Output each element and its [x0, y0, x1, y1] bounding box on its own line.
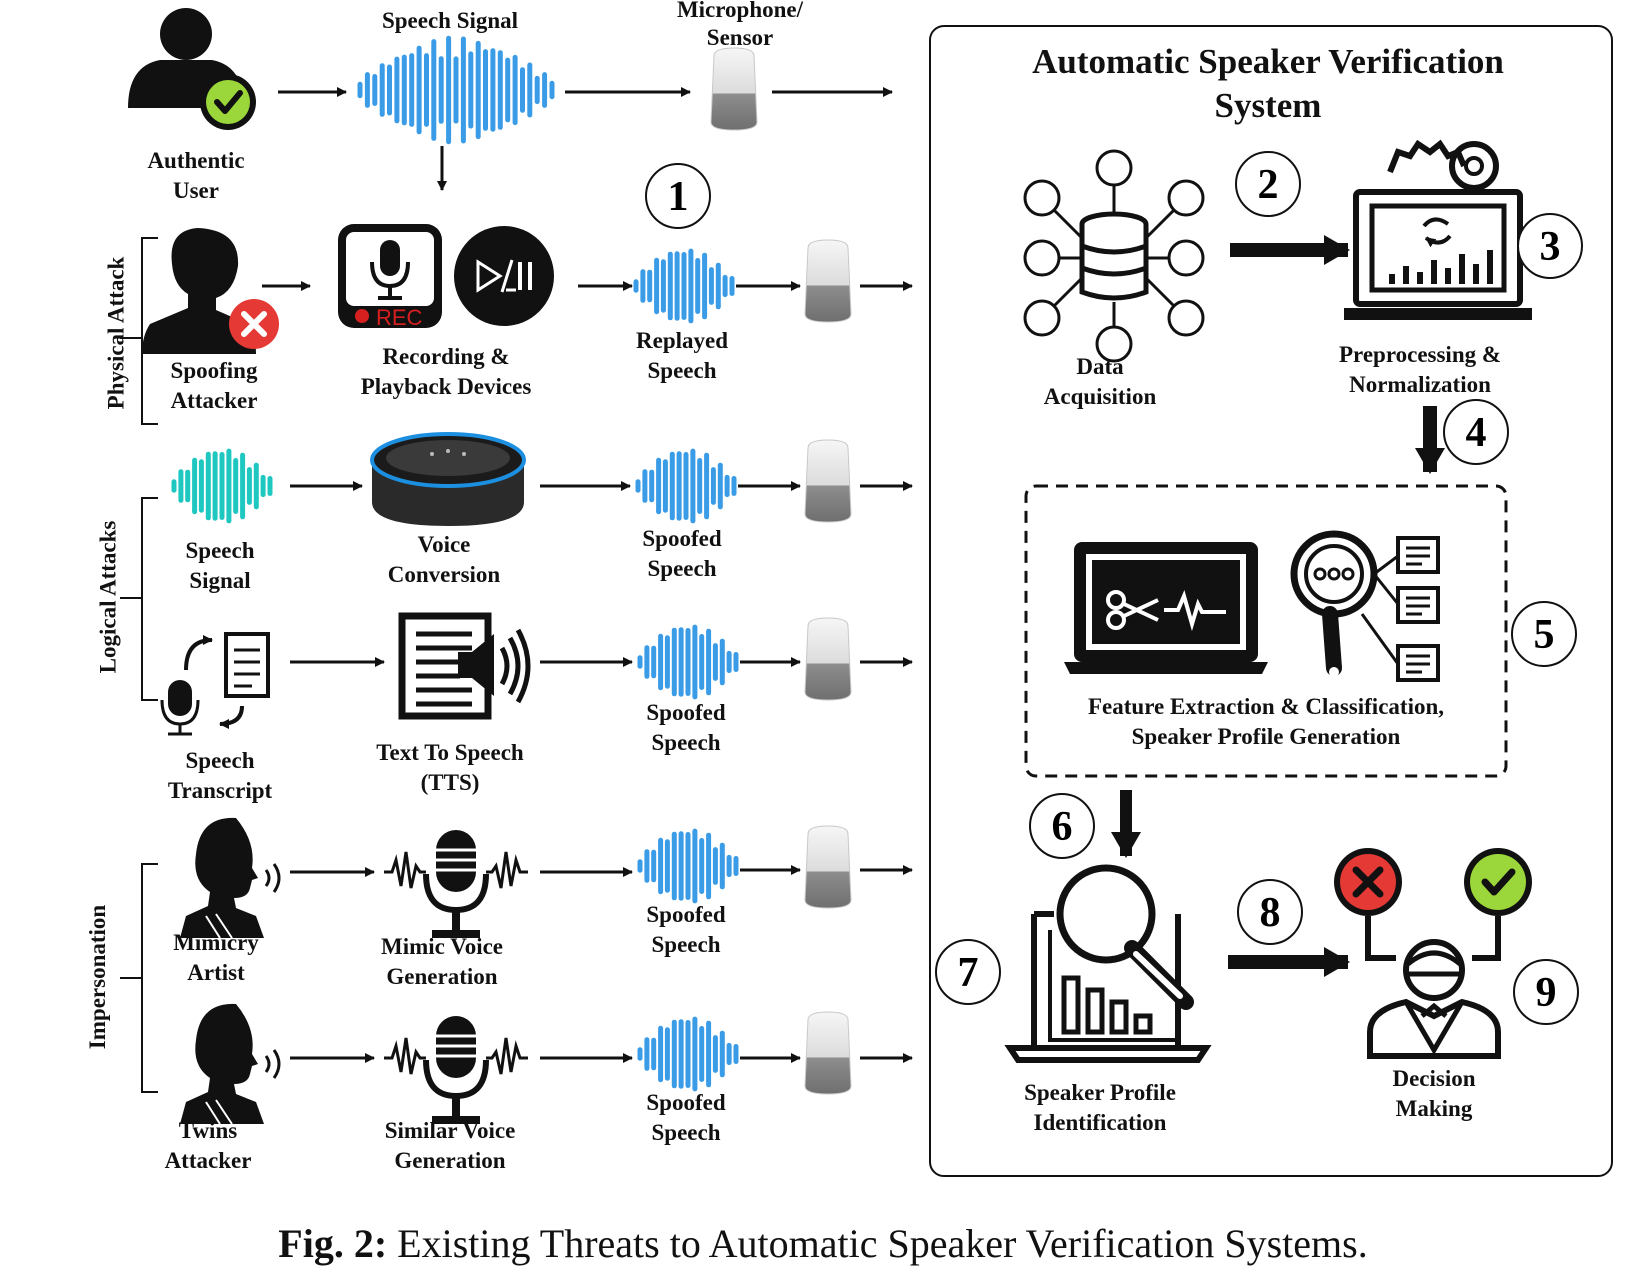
speech-signal-waveform — [171, 448, 273, 524]
asv-system-box — [929, 25, 1613, 1177]
smart-speaker-echo-icon — [370, 432, 526, 526]
step-number-4: 4 — [1443, 399, 1509, 465]
microphone-sensor-icon — [710, 47, 758, 131]
svg-text:7: 7 — [958, 950, 979, 996]
logical-attacks-group-label: Logical Attacks — [95, 520, 121, 674]
svg-text:8: 8 — [1260, 890, 1281, 936]
microphone-sensor-label: Microphone/Sensor — [676, 0, 804, 50]
feature-extraction-label: Feature Extraction & Classification,Spea… — [1087, 694, 1445, 749]
spoofed-speech-waveform — [635, 448, 737, 524]
recording-playback-label: Recording &Playback Devices — [360, 344, 532, 399]
authentic-user-icon — [128, 8, 256, 130]
figure-caption: Fig. 2: Existing Threats to Automatic Sp… — [278, 1221, 1368, 1266]
preprocessing-laptop-icon — [1344, 139, 1532, 320]
replayed-speech-waveform — [633, 248, 735, 324]
text-to-speech-icon — [398, 612, 531, 720]
step-number-6: 6 — [1029, 793, 1095, 859]
mimicry-artist-icon — [178, 816, 281, 940]
svg-text:3: 3 — [1540, 224, 1561, 270]
step-number-8: 8 — [1237, 879, 1303, 945]
playback-icon — [454, 226, 554, 326]
spoofed-speech-waveform — [637, 624, 739, 700]
spoofed-speech-waveform — [637, 1016, 739, 1092]
data-acquisition-icon — [1023, 149, 1205, 363]
svg-text:9: 9 — [1536, 970, 1557, 1016]
impersonation-group-label: Impersonation — [85, 904, 111, 1050]
speaker-profile-identification-icon — [1004, 864, 1212, 1063]
microphone-sensor-icon — [804, 825, 852, 909]
microphone-sensor-icon — [804, 239, 852, 323]
step-number-7: 7 — [935, 939, 1001, 1005]
microphone-sensor-icon — [804, 1011, 852, 1095]
microphone-sensor-icon — [804, 617, 852, 701]
rec-label: REC — [376, 305, 423, 330]
decision-making-icon — [1334, 848, 1532, 1059]
text-to-speech-label: Text To Speech(TTS) — [376, 740, 524, 795]
preprocessing-label: Preprocessing &Normalization — [1338, 342, 1502, 397]
classification-magnifier-icon — [1290, 530, 1440, 682]
impersonation-bracket — [120, 863, 158, 1093]
microphone-icon — [384, 830, 528, 938]
step-number-1: 1 — [645, 163, 711, 229]
svg-text:6: 6 — [1052, 804, 1073, 850]
twins-attacker-icon — [178, 1002, 281, 1126]
feature-laptop-icon — [1064, 542, 1268, 674]
physical-attack-group-label: Physical Attack — [103, 256, 129, 410]
svg-text:1: 1 — [668, 174, 689, 220]
spoofing-attacker-icon — [142, 228, 279, 354]
physical-attack-bracket — [120, 237, 158, 425]
step-number-5: 5 — [1511, 601, 1577, 667]
step-number-3: 3 — [1517, 213, 1583, 279]
speech-signal-waveform — [357, 35, 555, 145]
recorder-icon: REC — [338, 224, 442, 330]
spoofed-speech-waveform — [637, 828, 739, 904]
feature-extraction-box — [1024, 484, 1508, 778]
step-number-2: 2 — [1235, 151, 1301, 217]
microphone-icon — [384, 1016, 528, 1124]
step-number-9: 9 — [1513, 959, 1579, 1025]
svg-text:5: 5 — [1534, 612, 1555, 658]
logical-attacks-bracket — [120, 497, 158, 701]
speech-transcript-icon — [160, 632, 270, 736]
microphone-sensor-icon — [804, 439, 852, 523]
speech-signal-label: Speech Signal — [381, 8, 519, 33]
svg-text:2: 2 — [1258, 162, 1279, 208]
svg-text:4: 4 — [1466, 410, 1487, 456]
